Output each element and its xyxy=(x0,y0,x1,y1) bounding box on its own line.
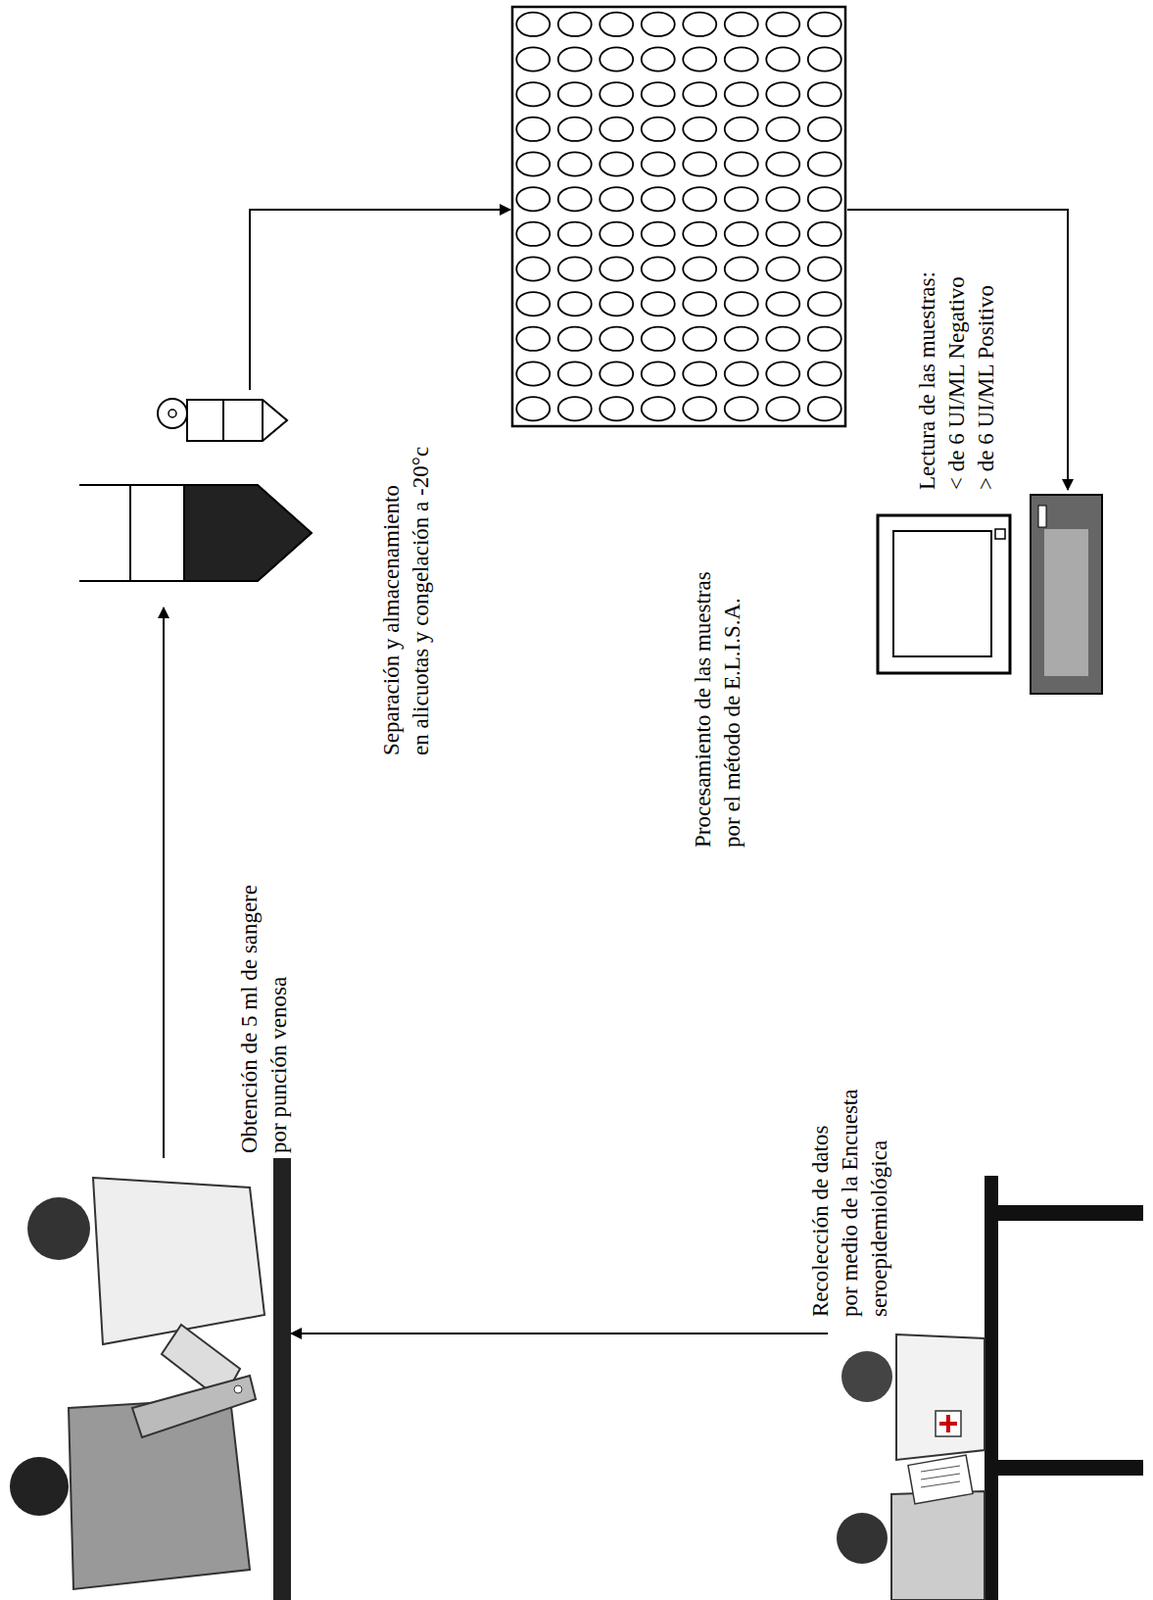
illustration xyxy=(76,389,334,608)
elisa-plate: Procesamiento de las muestras por el mét… xyxy=(510,4,848,429)
sample-tubes: Separación y almacenamiento en alicuotas… xyxy=(76,389,334,608)
step-caption: Lectura de las muestras: xyxy=(912,271,943,490)
flow-arrow xyxy=(847,209,1068,490)
illustration xyxy=(871,489,1107,701)
flow-arrow xyxy=(162,607,165,1158)
step-caption: > de 6 UI/ML Positivo xyxy=(971,285,1002,490)
step-caption: < de 6 UI/ML Negativo xyxy=(942,276,972,490)
step-caption: Procesamiento de las muestras por el mét… xyxy=(688,571,748,848)
flow-arrow xyxy=(249,209,511,390)
step-caption: Separación y almacenamiento en alicuotas… xyxy=(377,446,436,756)
survey-illustration: Recolección de datos por medio de la Enc… xyxy=(827,1165,1149,1600)
step-caption: Recolección de datos por medio de la Enc… xyxy=(806,1089,895,1317)
blood-draw-illustration: Obtención de 5 ml de sangere por punción… xyxy=(4,1157,291,1600)
step-caption: Obtención de 5 ml de sangere por punción… xyxy=(235,884,294,1153)
illustration xyxy=(510,4,848,429)
flow-arrow xyxy=(290,1332,828,1335)
illustration xyxy=(4,1157,291,1600)
reader-computer: Lectura de las muestras:< de 6 UI/ML Neg… xyxy=(871,489,1107,701)
